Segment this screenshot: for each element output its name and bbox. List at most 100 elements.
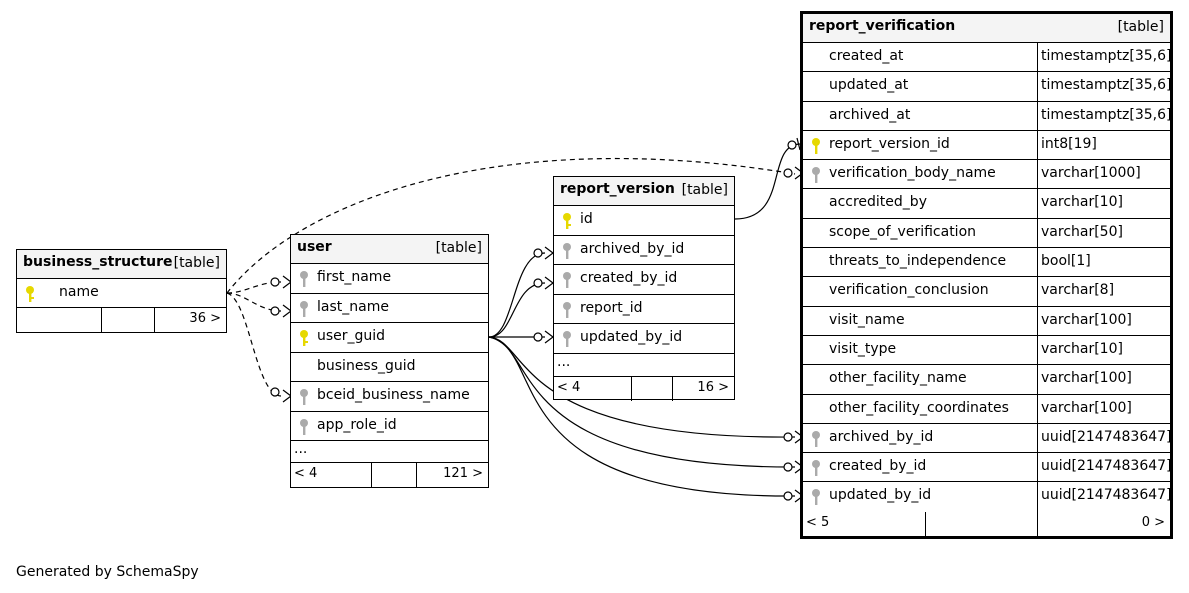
- column-type: varchar[8]: [1041, 282, 1115, 299]
- table-type-label: [table]: [1117, 19, 1164, 35]
- table-stats: < 4 121 >: [291, 463, 488, 487]
- column-row[interactable]: verification_body_name varchar[1000]: [803, 160, 1170, 190]
- column-name: name: [59, 284, 99, 300]
- row-count: 36 >: [189, 311, 221, 326]
- column-type: varchar[10]: [1041, 340, 1123, 357]
- edge-user-rv-created: [488, 282, 546, 338]
- column-row[interactable]: accredited_by varchar[10]: [803, 189, 1170, 219]
- more-indicator: ...: [557, 353, 571, 370]
- column-type: varchar[10]: [1041, 194, 1123, 211]
- table-name: business_structure: [23, 254, 173, 270]
- column-row[interactable]: bceid_business_name: [291, 382, 488, 412]
- more-columns: ...: [291, 441, 488, 463]
- column-row[interactable]: name: [17, 279, 226, 308]
- column-row[interactable]: visit_name varchar[100]: [803, 306, 1170, 336]
- foreign-key-icon: [563, 272, 571, 288]
- column-name: visit_type: [829, 340, 897, 357]
- table-name: report_verification: [809, 18, 956, 34]
- column-row[interactable]: other_facility_name varchar[100]: [803, 365, 1170, 395]
- column-type: varchar[100]: [1041, 370, 1132, 387]
- column-row[interactable]: business_guid: [291, 353, 488, 382]
- column-name: archived_by_id: [829, 428, 934, 445]
- column-row[interactable]: app_role_id: [291, 412, 488, 441]
- table-header: user [table]: [291, 235, 488, 264]
- column-row[interactable]: scope_of_verification varchar[50]: [803, 218, 1170, 249]
- column-row[interactable]: threats_to_independence bool[1]: [803, 248, 1170, 278]
- column-type: varchar[100]: [1041, 399, 1132, 416]
- column-row[interactable]: archived_by_id uuid[2147483647]: [803, 423, 1172, 454]
- foreign-key-icon: [812, 460, 820, 477]
- column-row[interactable]: user_guid: [291, 323, 488, 353]
- column-row[interactable]: created_by_id: [554, 265, 734, 295]
- table-type-label: [table]: [173, 255, 220, 271]
- foreign-key-icon: [300, 389, 308, 405]
- column-name: bceid_business_name: [317, 387, 470, 403]
- table-stats: < 4 16 >: [554, 376, 734, 401]
- table-name: report_version: [560, 181, 675, 197]
- edge-business-last-name: [226, 292, 282, 312]
- column-name: app_role_id: [317, 416, 397, 433]
- more-columns: ...: [554, 354, 734, 377]
- column-name: archived_at: [829, 106, 911, 123]
- table-business-structure[interactable]: business_structure [table] name 36 >: [16, 249, 227, 333]
- column-row[interactable]: last_name: [291, 294, 488, 323]
- column-name: verification_conclusion: [829, 282, 989, 299]
- column-type: uuid[2147483647]: [1041, 487, 1172, 504]
- column-row[interactable]: verification_conclusion varchar[8]: [803, 277, 1170, 307]
- column-type: varchar[50]: [1041, 223, 1123, 240]
- column-name: accredited_by: [829, 194, 927, 211]
- column-name: last_name: [317, 298, 389, 315]
- column-type: varchar[100]: [1041, 311, 1132, 328]
- table-header: report_version [table]: [554, 177, 734, 206]
- primary-key-icon: [812, 137, 820, 154]
- column-type: timestamptz[35,6]: [1041, 77, 1172, 94]
- primary-key-icon: [563, 213, 571, 229]
- foreign-key-icon: [300, 271, 308, 287]
- column-row[interactable]: updated_by_id: [554, 324, 734, 354]
- column-name: id: [580, 211, 593, 227]
- table-type-label: [table]: [435, 240, 482, 256]
- table-report-version[interactable]: report_version [table] id archived_by_id…: [553, 176, 735, 401]
- column-name: scope_of_verification: [829, 223, 977, 240]
- column-name: report_id: [580, 299, 643, 316]
- foreign-key-icon: [812, 167, 820, 184]
- column-row[interactable]: archived_at timestamptz[35,6]: [803, 101, 1172, 131]
- primary-key-icon: [300, 330, 308, 346]
- column-row[interactable]: archived_by_id: [554, 236, 734, 265]
- column-name: archived_by_id: [580, 240, 685, 257]
- column-name: other_facility_name: [829, 370, 967, 387]
- column-row[interactable]: visit_type varchar[10]: [803, 335, 1170, 366]
- generated-by-label: Generated by SchemaSpy: [16, 564, 199, 580]
- column-row[interactable]: report_id: [554, 295, 734, 324]
- column-name: threats_to_independence: [829, 253, 1007, 270]
- row-count: 16 >: [697, 379, 729, 395]
- column-name: updated_by_id: [580, 329, 683, 345]
- column-name: visit_name: [829, 311, 905, 328]
- children-count: < 5: [806, 514, 830, 530]
- foreign-key-icon: [563, 242, 571, 259]
- column-type: varchar[1000]: [1041, 165, 1141, 182]
- children-count: < 4: [557, 379, 581, 395]
- foreign-key-icon: [300, 418, 308, 435]
- column-type: timestamptz[35,6]: [1041, 48, 1172, 64]
- column-type: timestamptz[35,6]: [1041, 106, 1172, 123]
- column-row[interactable]: first_name: [291, 264, 488, 294]
- column-name: verification_body_name: [829, 165, 996, 182]
- column-row[interactable]: id: [554, 206, 734, 236]
- edge-business-verification-body: [226, 157, 796, 294]
- foreign-key-icon: [300, 300, 308, 317]
- column-name: created_by_id: [829, 458, 927, 475]
- column-name: business_guid: [317, 357, 416, 374]
- table-user[interactable]: user [table] first_name last_name user_g…: [290, 234, 489, 488]
- table-stats: < 5 0 >: [803, 511, 1170, 536]
- column-type: uuid[2147483647]: [1041, 428, 1172, 445]
- column-type: bool[1]: [1041, 253, 1091, 270]
